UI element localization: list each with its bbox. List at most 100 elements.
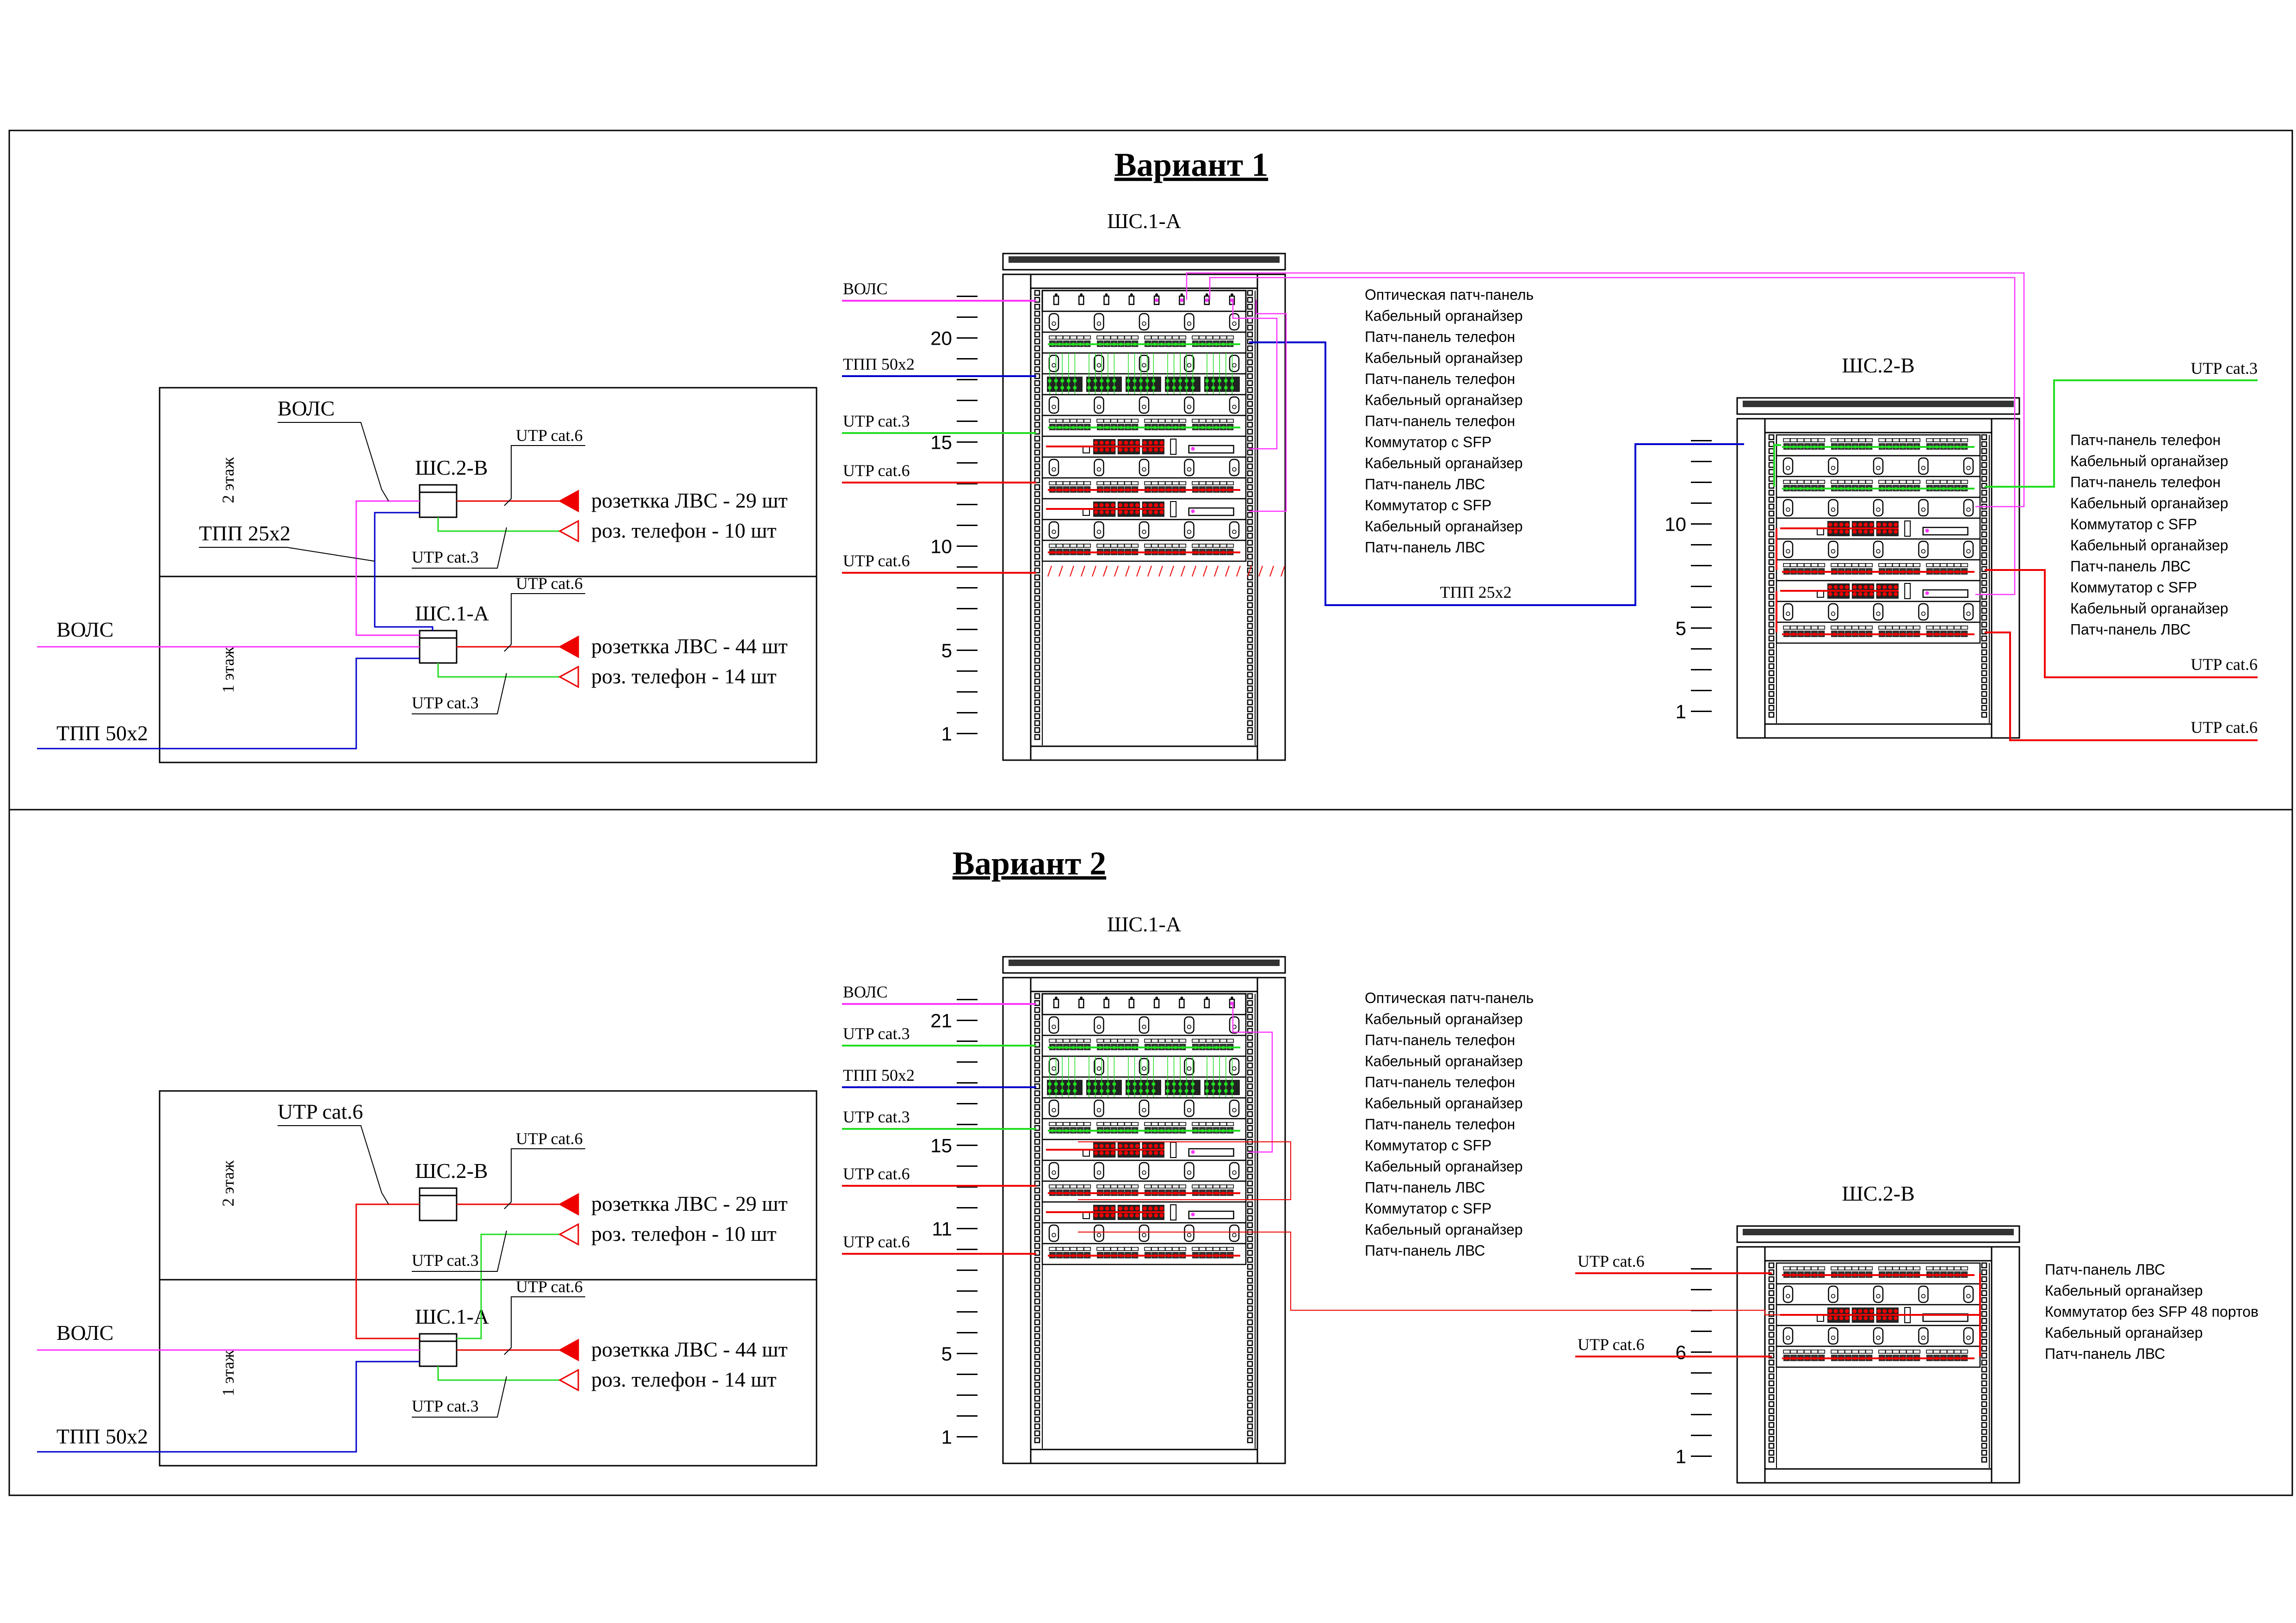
organizer-ring-icon: [1187, 1066, 1192, 1071]
rail-hole: [1247, 1152, 1253, 1159]
unit-label: Патч-панель ЛВС: [2045, 1261, 2165, 1278]
cable-label: UTP cat.6: [516, 1277, 583, 1296]
port-label-slot: [1206, 481, 1213, 485]
rail-hole: [1247, 1111, 1253, 1117]
rail-hole: [1768, 1283, 1775, 1289]
port-label-slot: [1790, 1350, 1798, 1354]
port-dot: [1094, 503, 1098, 508]
uplink-port-icon: [1170, 439, 1177, 455]
port-dot: [1148, 1151, 1153, 1155]
port-label-slot: [1865, 626, 1873, 630]
rail-hole: [1247, 1326, 1253, 1332]
port-label-slot: [1172, 1247, 1180, 1251]
rail-hole: [1034, 727, 1040, 733]
rail-hole: [1034, 421, 1040, 428]
port-label-slot: [1165, 1039, 1173, 1043]
port-label-slot: [1790, 626, 1798, 630]
port-label-slot: [1083, 335, 1091, 340]
variant-1-title: Вариант 1: [1114, 146, 1268, 183]
port-label-slot: [1131, 481, 1139, 485]
rail-hole: [1768, 1401, 1775, 1407]
rail-hole: [1034, 1229, 1040, 1235]
organizer-ring-icon: [1232, 1108, 1237, 1113]
rail-hole: [1768, 434, 1775, 440]
optical-adapter-icon: [1053, 998, 1059, 1009]
port-label-slot: [1783, 1350, 1791, 1354]
organizer-ring-icon: [1187, 1108, 1192, 1113]
optical-adapter-icon: [1180, 293, 1183, 296]
organizer-ring-icon: [1921, 549, 1926, 554]
lan-outlet-icon: [558, 1193, 579, 1216]
rail-hole: [1034, 685, 1040, 692]
cable-tray-hatch: [1181, 565, 1185, 577]
rail-hole: [1034, 317, 1040, 324]
port-label-slot: [1117, 1039, 1125, 1043]
rail-hole: [1981, 1290, 1987, 1296]
port-label-slot: [1056, 1247, 1064, 1251]
optical-adapter-icon: [1105, 293, 1108, 296]
port-label-slot: [1056, 481, 1064, 485]
rail-hole: [1034, 290, 1040, 296]
cable-input-label: UTP cat.6: [843, 551, 910, 570]
rail-hole: [1034, 567, 1040, 574]
cable-tray-hatch: [1103, 565, 1108, 577]
port-label-slot: [1865, 480, 1873, 484]
port-label-slot: [1049, 419, 1057, 423]
rail-hole: [1034, 1291, 1040, 1298]
rail-hole: [1034, 1215, 1040, 1221]
rail-hole: [1768, 698, 1775, 704]
rail-hole: [1981, 656, 1987, 663]
port-label-slot: [1213, 544, 1220, 548]
rail-hole: [1981, 1283, 1987, 1289]
rail-hole: [1247, 1014, 1253, 1020]
port-dot: [1094, 510, 1098, 514]
krone-block-icon: [1126, 1080, 1161, 1095]
rail-hole: [1247, 421, 1253, 428]
floor-label-upper: 2 этаж: [219, 1160, 237, 1207]
organizer-ring-icon: [1096, 1108, 1102, 1113]
rail-hole: [1034, 366, 1040, 372]
organizer-ring-icon: [1142, 1066, 1146, 1071]
cable-input-label: UTP cat.6: [1578, 1252, 1645, 1270]
rail-hole: [1247, 720, 1253, 726]
port-dot: [1858, 585, 1863, 589]
port-dot: [1154, 440, 1158, 445]
rail-hole: [1247, 1166, 1253, 1173]
port-label-slot: [1103, 1122, 1111, 1126]
unit-label: Кабельный органайзер: [1365, 1011, 1523, 1028]
rail-hole: [1247, 678, 1253, 685]
patch-cord: [1773, 444, 1781, 487]
incoming-fiber-label: ВОЛС: [56, 1321, 114, 1344]
rail-hole: [1034, 1028, 1040, 1034]
port-label-slot: [1165, 419, 1173, 423]
rack-vent-grille: [1009, 256, 1280, 263]
console-port-icon: [1083, 508, 1090, 516]
rail-hole: [1981, 524, 1987, 531]
port-label-slot: [1117, 1184, 1125, 1189]
rail-hole: [1247, 650, 1253, 657]
cable-tray-hatch: [1092, 565, 1096, 577]
port-label-slot: [1124, 1184, 1132, 1189]
rail-hole: [1034, 1243, 1040, 1249]
port-dot: [1863, 585, 1868, 589]
unit-label: Кабельный органайзер: [1365, 518, 1523, 535]
rail-hole: [1981, 601, 1987, 607]
sfp-cage-icon: [1188, 1148, 1234, 1157]
organizer-ring-icon: [1142, 321, 1146, 326]
port-dot: [1882, 1316, 1887, 1320]
rail-hole: [1034, 1007, 1040, 1013]
rail-hole: [1247, 1208, 1253, 1214]
port-label-slot: [1818, 1266, 1826, 1270]
rail-hole: [1768, 455, 1775, 461]
organizer-ring-icon: [1876, 549, 1881, 554]
port-label-slot: [1151, 1247, 1159, 1251]
port-dot: [1110, 440, 1115, 445]
port-label-slot: [1226, 1247, 1234, 1251]
riser-label: ТПП 25x2: [199, 521, 291, 545]
rail-hole: [1034, 1319, 1040, 1326]
rail-hole: [1034, 1062, 1040, 1069]
port-label-slot: [1077, 1122, 1084, 1126]
rail-hole: [1768, 677, 1775, 683]
port-label-slot: [1906, 626, 1914, 630]
port-label-slot: [1144, 1039, 1152, 1043]
